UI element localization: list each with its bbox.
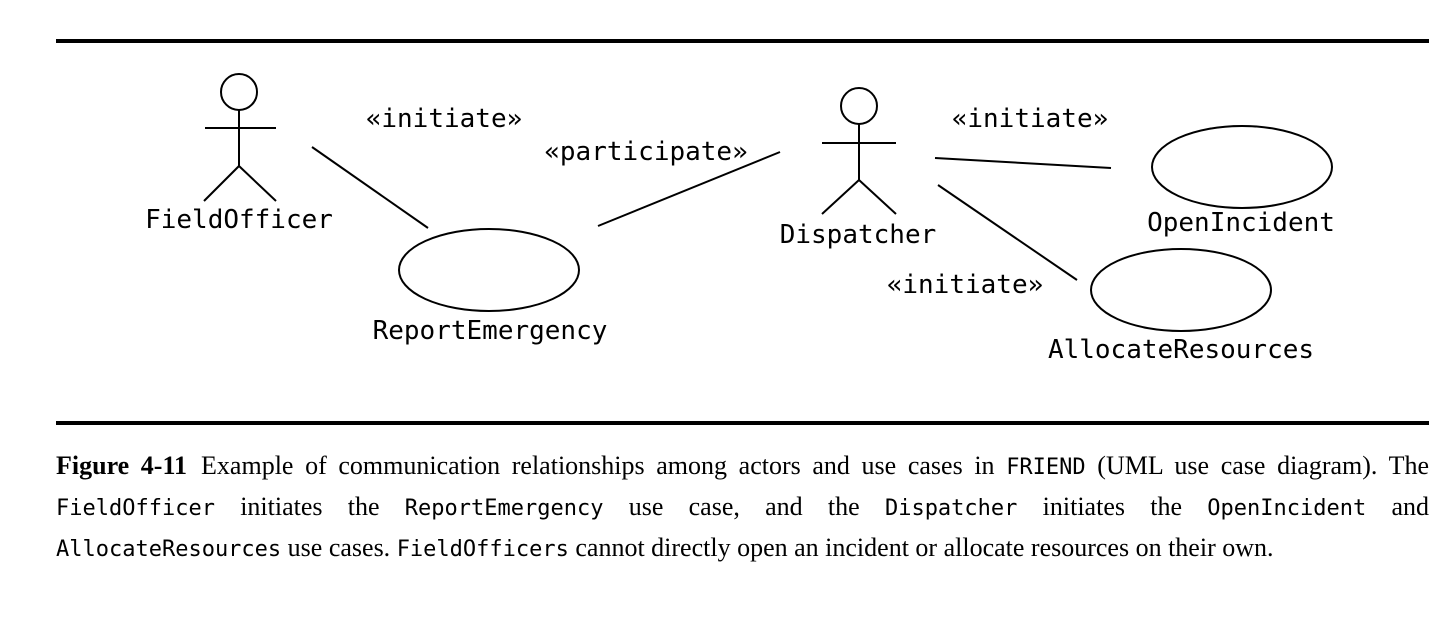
actor-field-officer: FieldOfficer <box>145 73 333 235</box>
stereotype-label: «initiate» <box>366 104 523 134</box>
actor-head <box>840 87 878 125</box>
use-case-ellipse <box>1090 248 1272 332</box>
use-case-report-emergency: ReportEmergency <box>373 228 608 346</box>
stereotype-label: «initiate» <box>887 270 1044 300</box>
use-case-diagram: FieldOfficer Dispatcher ReportEmergency … <box>145 73 1335 365</box>
actor-dispatcher: Dispatcher <box>780 87 937 250</box>
caption-code-term: AllocateResources <box>56 537 282 562</box>
stereotype-label: «initiate» <box>952 104 1109 134</box>
bottom-rule <box>56 421 1429 425</box>
actor-right-leg <box>238 165 277 202</box>
caption-code-term: FRIEND <box>1006 455 1086 480</box>
figure-caption: Figure 4-11 Example of communication rela… <box>56 446 1429 569</box>
caption-code-term: FieldOfficers <box>396 537 569 562</box>
use-case-allocate-resources: AllocateResources <box>1048 248 1314 365</box>
association-dispatcher-allocateresources <box>937 184 1078 281</box>
use-case-ellipse <box>1151 125 1333 209</box>
use-case-label-open-incident: OpenIncident <box>1147 208 1335 238</box>
caption-text-run: Example of communication relationships a… <box>201 451 1007 480</box>
caption-text-run: use case, and the <box>603 492 885 521</box>
caption-text-run: and <box>1366 492 1429 521</box>
top-rule <box>56 39 1429 43</box>
caption-text-run: use cases. <box>281 533 397 562</box>
caption-code-term: FieldOfficer <box>56 496 215 521</box>
actor-label-dispatcher: Dispatcher <box>780 220 937 250</box>
caption-code-term: OpenIncident <box>1207 496 1367 521</box>
caption-code-term: Dispatcher <box>884 496 1018 521</box>
association-dispatcher-reportemergency <box>597 151 781 227</box>
actor-label-field-officer: FieldOfficer <box>145 205 333 235</box>
actor-right-leg <box>858 179 897 215</box>
figure-label: Figure 4-11 <box>56 451 188 480</box>
caption-text-run: cannot directly open an incident or allo… <box>568 533 1274 562</box>
actor-head <box>220 73 258 111</box>
stereotype-label: «participate» <box>544 137 748 167</box>
use-case-label-allocate-resources: AllocateResources <box>1048 335 1314 365</box>
caption-code-term: ReportEmergency <box>404 496 604 521</box>
caption-text-run: initiates the <box>1017 492 1208 521</box>
actor-left-leg <box>203 165 240 202</box>
caption-text: Example of communication relationships a… <box>56 451 1429 562</box>
caption-text-run: initiates the <box>214 492 405 521</box>
association-dispatcher-openincident <box>934 157 1112 169</box>
use-case-label-report-emergency: ReportEmergency <box>373 316 608 346</box>
use-case-ellipse <box>398 228 580 312</box>
association-fieldofficer-reportemergency <box>311 146 429 229</box>
actor-left-leg <box>821 179 860 215</box>
caption-text-run: (UML use case diagram). The <box>1085 451 1430 480</box>
use-case-open-incident: OpenIncident <box>1147 125 1335 238</box>
